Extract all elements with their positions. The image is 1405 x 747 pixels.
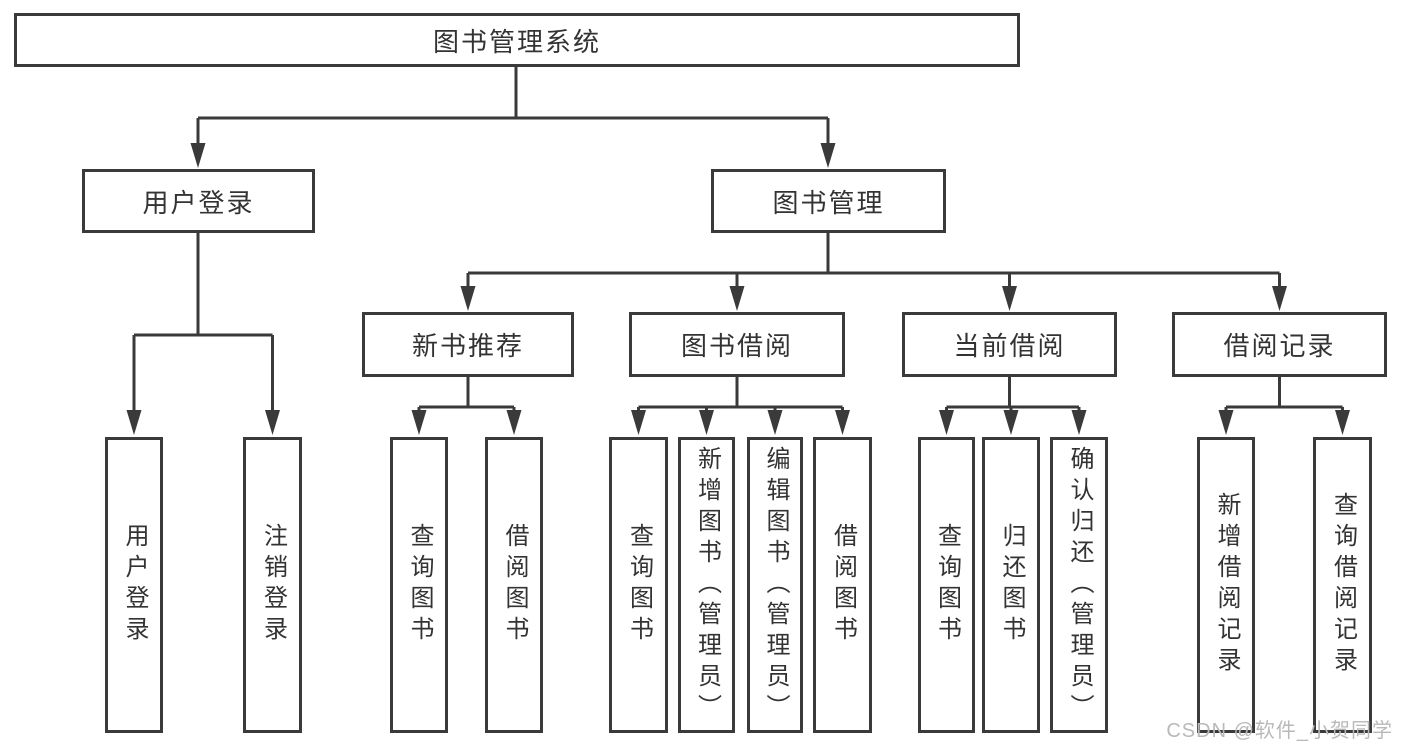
- leaf-edit-book-admin: 编辑图书（管理员）: [747, 437, 803, 733]
- node-current-borrow: 当前借阅: [902, 312, 1117, 377]
- arrowhead: [835, 410, 850, 435]
- leaf-query-books-3: 查询图书: [918, 437, 975, 733]
- leaf-logout: 注销登录: [243, 437, 302, 733]
- arrowhead: [460, 286, 476, 311]
- node-book-borrow: 图书借阅: [629, 312, 845, 377]
- arrowhead: [411, 410, 427, 435]
- arrowhead: [631, 410, 646, 435]
- arrowhead: [767, 410, 783, 435]
- arrowhead: [820, 143, 836, 168]
- leaf-query-borrow-record: 查询借阅记录: [1313, 437, 1372, 733]
- connector-borrow-records-children: [1218, 377, 1350, 435]
- connector-new-book-children: [411, 377, 522, 435]
- watermark: CSDN @软件_小贺同学: [1166, 720, 1393, 742]
- arrowhead: [265, 410, 280, 435]
- leaf-query-books-2: 查询图书: [609, 437, 668, 733]
- arrowhead: [190, 143, 206, 168]
- connector-book-borrow-children: [631, 377, 850, 435]
- arrowhead: [729, 286, 745, 311]
- arrowhead: [939, 410, 954, 435]
- connector-root-split: [190, 67, 836, 168]
- leaf-user-login: 用户登录: [105, 437, 163, 733]
- arrowhead: [1071, 410, 1087, 435]
- arrowhead: [1335, 410, 1350, 435]
- leaf-confirm-return-admin: 确认归还（管理员）: [1050, 437, 1108, 733]
- arrowhead: [506, 410, 522, 435]
- arrowhead: [1218, 410, 1234, 435]
- arrowhead: [1272, 286, 1287, 311]
- node-new-book-recommend: 新书推荐: [362, 312, 574, 377]
- node-borrow-records: 借阅记录: [1172, 312, 1387, 377]
- arrowhead: [699, 410, 714, 435]
- node-root: 图书管理系统: [14, 13, 1020, 67]
- leaf-add-borrow-record: 新增借阅记录: [1197, 437, 1255, 733]
- leaf-borrow-books-1: 借阅图书: [485, 437, 543, 733]
- leaf-borrow-books-2: 借阅图书: [813, 437, 872, 733]
- node-user-login: 用户登录: [82, 169, 315, 233]
- leaf-return-books: 归还图书: [982, 437, 1040, 733]
- connector-book-management-children: [460, 233, 1287, 311]
- node-book-management: 图书管理: [711, 169, 946, 233]
- arrowhead: [1003, 410, 1019, 435]
- leaf-add-book-admin: 新增图书（管理员）: [678, 437, 735, 733]
- connector-current-borrow-children: [939, 377, 1087, 435]
- leaf-query-books-1: 查询图书: [390, 437, 448, 733]
- arrowhead: [126, 410, 142, 435]
- connector-user-login-children: [126, 233, 280, 435]
- arrowhead: [1002, 286, 1017, 311]
